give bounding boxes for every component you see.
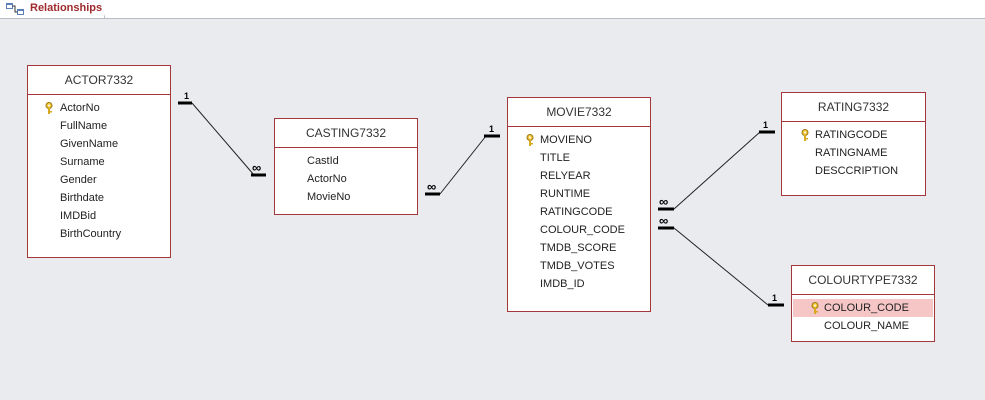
primary-key-icon	[811, 302, 819, 314]
field-label: COLOUR_CODE	[824, 302, 909, 314]
relationships-canvas[interactable]: 1 ∞ ∞ 1 ∞ 1 ∞ 1 ACTOR7332	[0, 19, 985, 400]
field-label: Birthdate	[60, 192, 105, 204]
field-label: COLOUR_CODE	[540, 224, 625, 236]
relationship-movie-rating[interactable]: ∞ 1	[658, 120, 775, 211]
field-colour-code[interactable]: COLOUR_CODE	[508, 221, 650, 239]
primary-key-icon	[45, 102, 53, 114]
field-label: TITLE	[540, 152, 570, 164]
field-label: ActorNo	[60, 102, 100, 114]
field-label: IMDB_ID	[540, 278, 585, 290]
field-label: Gender	[60, 174, 97, 186]
relationship-casting-movie[interactable]: ∞ 1	[425, 124, 500, 196]
many-marker: ∞	[659, 213, 668, 228]
field-movieno[interactable]: MovieNo	[275, 188, 417, 206]
many-marker: ∞	[427, 179, 436, 194]
field-colour-name[interactable]: COLOUR_NAME	[792, 317, 934, 335]
field-label: RATINGNAME	[815, 147, 888, 159]
table-movie[interactable]: MOVIE7332 MOVIENO TITLE RELYEAR RUNTIME …	[507, 97, 651, 312]
field-label: CastId	[307, 155, 339, 167]
field-label: TMDB_VOTES	[540, 260, 615, 272]
field-actorno[interactable]: ActorNo	[275, 170, 417, 188]
field-label: FullName	[60, 120, 108, 132]
table-title[interactable]: ACTOR7332	[28, 66, 170, 95]
many-marker: ∞	[659, 194, 668, 209]
relationship-lines: 1 ∞ ∞ 1 ∞ 1 ∞ 1	[178, 91, 784, 307]
field-label: IMDBid	[60, 210, 97, 222]
document-tab-strip: Relationships	[0, 0, 985, 19]
field-label: RUNTIME	[540, 188, 591, 200]
relationship-actor-casting[interactable]: 1 ∞	[178, 91, 266, 177]
field-fullname[interactable]: FullName	[28, 117, 170, 135]
tab-relationships[interactable]: Relationships	[0, 0, 105, 18]
field-ratingcode[interactable]: RATINGCODE	[782, 126, 925, 144]
table-rating[interactable]: RATING7332 RATINGCODE RATINGNAME DESCCRI…	[781, 92, 926, 196]
field-label: MOVIENO	[540, 134, 592, 146]
field-imdb-id[interactable]: IMDB_ID	[508, 275, 650, 293]
table-title[interactable]: CASTING7332	[275, 119, 417, 148]
one-marker: 1	[489, 124, 494, 134]
tab-divider	[0, 18, 985, 19]
field-movieno[interactable]: MOVIENO	[508, 131, 650, 149]
one-marker: 1	[184, 91, 189, 101]
field-desccription[interactable]: DESCCRIPTION	[782, 162, 925, 180]
table-actor[interactable]: ACTOR7332 ActorNo FullName GivenName Sur…	[27, 65, 171, 258]
field-colour-code-selected[interactable]: COLOUR_CODE	[793, 299, 933, 317]
one-marker: 1	[763, 120, 768, 130]
field-runtime[interactable]: RUNTIME	[508, 185, 650, 203]
field-tmdb-score[interactable]: TMDB_SCORE	[508, 239, 650, 257]
table-title[interactable]: MOVIE7332	[508, 98, 650, 127]
many-marker: ∞	[252, 160, 261, 175]
relationships-icon	[6, 3, 24, 15]
field-surname[interactable]: Surname	[28, 153, 170, 171]
field-actorno[interactable]: ActorNo	[28, 99, 170, 117]
field-ratingname[interactable]: RATINGNAME	[782, 144, 925, 162]
tab-label: Relationships	[30, 2, 103, 14]
relationship-movie-colourtype[interactable]: ∞ 1	[658, 213, 784, 307]
field-imdbid[interactable]: IMDBid	[28, 207, 170, 225]
field-birthdate[interactable]: Birthdate	[28, 189, 170, 207]
table-title[interactable]: COLOURTYPE7332	[792, 266, 934, 295]
table-casting[interactable]: CASTING7332 CastId ActorNo MovieNo	[274, 118, 418, 215]
one-marker: 1	[772, 293, 777, 303]
table-colourtype[interactable]: COLOURTYPE7332 COLOUR_CODE COLOUR_NAME	[791, 265, 935, 342]
field-label: MovieNo	[307, 191, 351, 203]
field-relyear[interactable]: RELYEAR	[508, 167, 650, 185]
field-label: TMDB_SCORE	[540, 242, 617, 254]
field-label: BirthCountry	[60, 228, 122, 240]
field-givenname[interactable]: GivenName	[28, 135, 170, 153]
field-label: DESCCRIPTION	[815, 165, 899, 177]
primary-key-icon	[801, 129, 809, 141]
field-castid[interactable]: CastId	[275, 152, 417, 170]
field-title[interactable]: TITLE	[508, 149, 650, 167]
field-label: Surname	[60, 156, 105, 168]
field-label: COLOUR_NAME	[824, 320, 909, 332]
primary-key-icon	[526, 134, 534, 146]
field-label: ActorNo	[307, 173, 347, 185]
field-label: GivenName	[60, 138, 119, 150]
table-title[interactable]: RATING7332	[782, 93, 925, 122]
field-birthcountry[interactable]: BirthCountry	[28, 225, 170, 243]
field-label: RELYEAR	[540, 170, 591, 182]
field-tmdb-votes[interactable]: TMDB_VOTES	[508, 257, 650, 275]
field-label: RATINGCODE	[540, 206, 613, 218]
field-gender[interactable]: Gender	[28, 171, 170, 189]
field-ratingcode[interactable]: RATINGCODE	[508, 203, 650, 221]
field-label: RATINGCODE	[815, 129, 888, 141]
